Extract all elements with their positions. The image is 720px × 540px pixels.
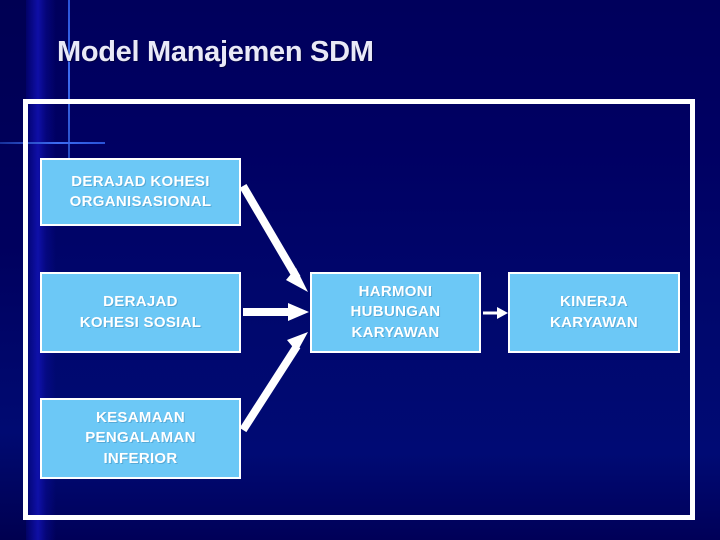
box-kohesi-organisasional[interactable]: DERAJAD KOHESI ORGANISASIONAL — [40, 158, 241, 226]
box-harmoni-hubungan-karyawan[interactable]: HARMONI HUBUNGAN KARYAWAN — [310, 272, 481, 353]
page-title: Model Manajemen SDM — [57, 36, 374, 68]
decorative-vertical-line — [68, 0, 70, 190]
box-kesamaan-pengalaman-inferior[interactable]: KESAMAAN PENGALAMAN INFERIOR — [40, 398, 241, 479]
decorative-horizontal-line — [0, 142, 105, 144]
box-kinerja-karyawan[interactable]: KINERJA KARYAWAN — [508, 272, 680, 353]
background-accent-band — [0, 0, 26, 540]
box-kohesi-sosial[interactable]: DERAJAD KOHESI SOSIAL — [40, 272, 241, 353]
diagram-frame — [23, 99, 695, 520]
